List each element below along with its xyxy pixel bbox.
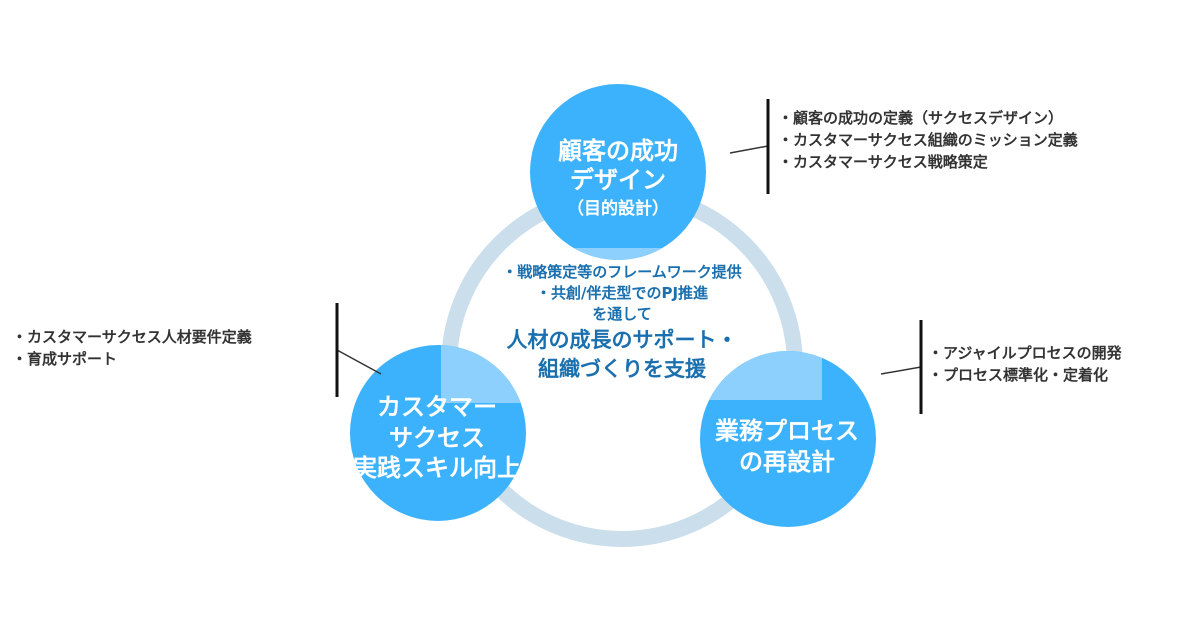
node-label-customer-success-design: 顧客の成功 デザイン （目的設計） [530,137,706,219]
overlap-segment-right [709,351,822,400]
node-top-line-2: デザイン [570,165,666,194]
overlap-segment-left [441,345,521,403]
callout-top: ・顧客の成功の定義（サクセスデザイン） ・カスタマーサクセス組織のミッション定義… [778,107,1078,173]
callout-top-item: ・カスタマーサクセス組織のミッション定義 [778,131,1078,149]
center-bullet-2: ・共創/伴走型でのPJ推進 [535,284,709,302]
callout-left: ・カスタマーサクセス人材要件定義 ・育成サポート [12,326,252,370]
node-label-cs-skill: カスタマー サクセス 実践スキル向上 [349,392,525,484]
connector-left [336,349,382,375]
overlap-segment-top [573,248,663,260]
center-message: ・戦略策定等のフレームワーク提供 ・共創/伴走型でのPJ推進 を通して 人材の成… [462,262,782,383]
node-top-subtitle: （目的設計） [567,198,669,219]
node-right-line-1: 業務プロセス [715,417,859,445]
node-left-line-2: サクセス [389,423,485,452]
node-top-line-1: 顧客の成功 [558,137,678,165]
center-headline-2: 組織づくりを支援 [538,357,706,381]
callout-right-item: ・アジャイルプロセスの開発 [928,344,1122,362]
node-label-process-redesign: 業務プロセス の再設計 [699,416,875,477]
callout-left-item: ・カスタマーサクセス人材要件定義 [12,328,252,346]
node-left-line-3: 実践スキル向上 [353,454,521,483]
center-headline-1: 人材の成長のサポート・ [506,328,738,352]
connector-top [729,145,769,154]
callout-top-item: ・顧客の成功の定義（サクセスデザイン） [778,109,1064,127]
callout-top-item: ・カスタマーサクセス戦略策定 [778,153,988,171]
node-left-line-1: カスタマー [377,393,497,421]
callout-right: ・アジャイルプロセスの開発 ・プロセス標準化・定着化 [928,342,1122,386]
connector-right [880,366,922,375]
node-circle-customer-success-design [530,84,706,260]
center-via: を通して [592,305,652,323]
callout-left-item: ・育成サポート [12,350,118,368]
callout-right-item: ・プロセス標準化・定着化 [928,366,1109,384]
center-bullet-1: ・戦略策定等のフレームワーク提供 [502,263,742,281]
node-right-line-2: の再設計 [739,447,835,476]
